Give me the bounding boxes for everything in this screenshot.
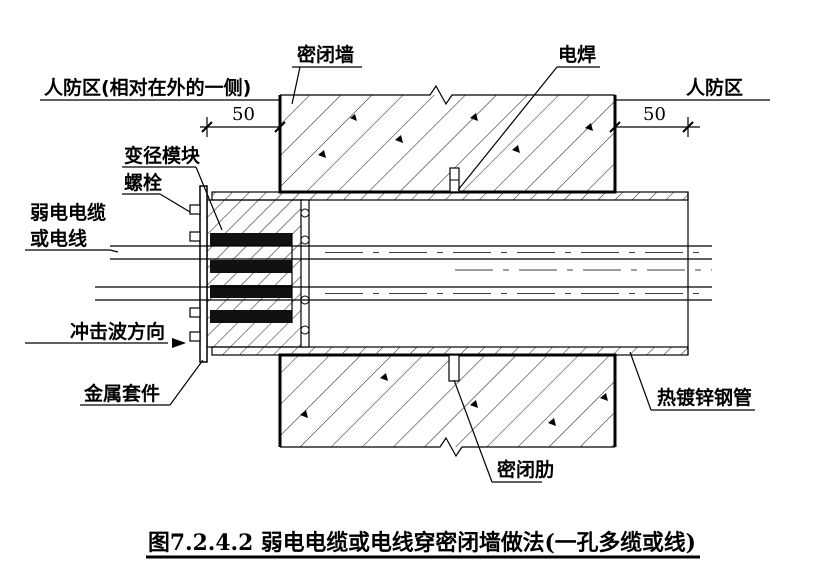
cable-lower: [95, 286, 712, 301]
seal-rib-bottom: [448, 354, 460, 382]
flange-plate-right: [300, 199, 310, 348]
label-zone-right: 人防区: [686, 76, 743, 99]
seal-rib-top: [449, 167, 460, 193]
label-cable-line1: 弱电电缆: [30, 201, 106, 224]
figure-caption: 图7.2.4.2 弱电电缆或电线穿密闭墙做法(一孔多缆或线): [148, 530, 696, 556]
label-sleeve: 金属套件: [83, 382, 160, 405]
label-pipe: 热镀锌钢管: [657, 386, 752, 409]
concrete-marks-lower: [300, 373, 608, 426]
leader-lines: [25, 66, 755, 483]
label-shock: 冲击波方向: [70, 320, 165, 343]
label-wall: 密闭墙: [297, 43, 354, 66]
cable-upper: [110, 245, 712, 260]
wall-upper: [278, 84, 617, 194]
label-cable-line2: 或电线: [30, 227, 87, 250]
label-module: 变径模块: [124, 144, 201, 167]
flange-plate-left: [189, 185, 208, 363]
reducer-module: [206, 199, 304, 348]
label-bolt: 螺栓: [124, 171, 162, 194]
dim-right-label: 50: [643, 104, 666, 125]
concrete-marks-upper: [318, 113, 593, 158]
label-zone-left: 人防区(相对在外的一侧): [44, 76, 251, 99]
wall-lower: [278, 353, 617, 458]
dim-left-label: 50: [232, 104, 255, 125]
label-rib: 密闭肋: [497, 458, 554, 481]
label-weld: 电焊: [558, 43, 596, 66]
steel-pipe: [211, 191, 689, 356]
dimension-left: 50: [200, 104, 286, 137]
dimension-right: 50: [609, 104, 700, 137]
